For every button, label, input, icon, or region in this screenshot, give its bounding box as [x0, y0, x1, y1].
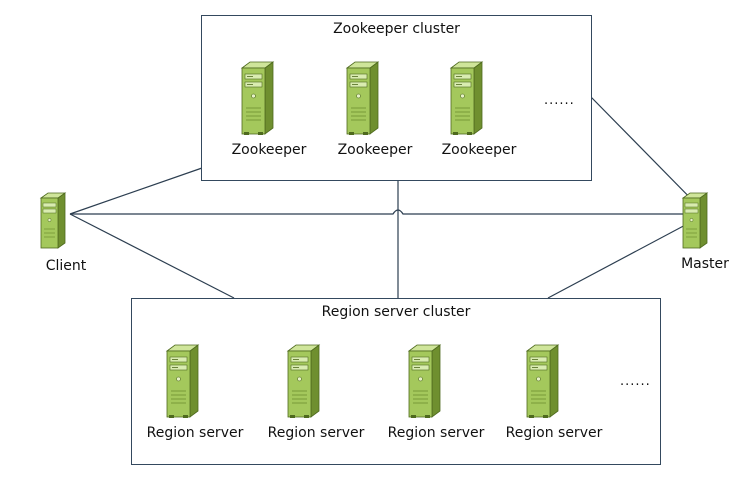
zookeeper-more-ellipsis: ...... [544, 93, 575, 108]
zookeeper-node-label-3: Zookeeper [441, 142, 517, 158]
region-node-label-2: Region server [267, 425, 365, 441]
zookeeper-server-icon-2 [346, 61, 379, 136]
client-server-icon [40, 192, 66, 249]
master-server-icon [682, 192, 708, 249]
master-region-line [547, 213, 707, 299]
region-server-icon-1 [166, 344, 199, 419]
region-node-label-3: Region server [387, 425, 485, 441]
region-server-icon-2 [287, 344, 320, 419]
client-region-line [69, 213, 235, 299]
zookeeper-node-label-2: Zookeeper [337, 142, 413, 158]
region-cluster-box: Region server cluster [131, 298, 661, 465]
client-zookeeper-line [69, 167, 203, 215]
master-label: Master [681, 256, 729, 272]
region-server-icon-4 [526, 344, 559, 419]
region-node-label-4: Region server [505, 425, 603, 441]
zookeeper-node-label-1: Zookeeper [231, 142, 307, 158]
master-zookeeper-line [590, 96, 707, 215]
region-cluster-title: Region server cluster [321, 304, 471, 320]
zookeeper-server-icon-1 [241, 61, 274, 136]
zookeeper-cluster-title: Zookeeper cluster [333, 21, 460, 37]
region-more-ellipsis: ...... [620, 374, 651, 389]
region-node-label-1: Region server [146, 425, 244, 441]
region-server-icon-3 [408, 344, 441, 419]
zookeeper-server-icon-3 [450, 61, 483, 136]
client-label: Client [45, 258, 87, 274]
